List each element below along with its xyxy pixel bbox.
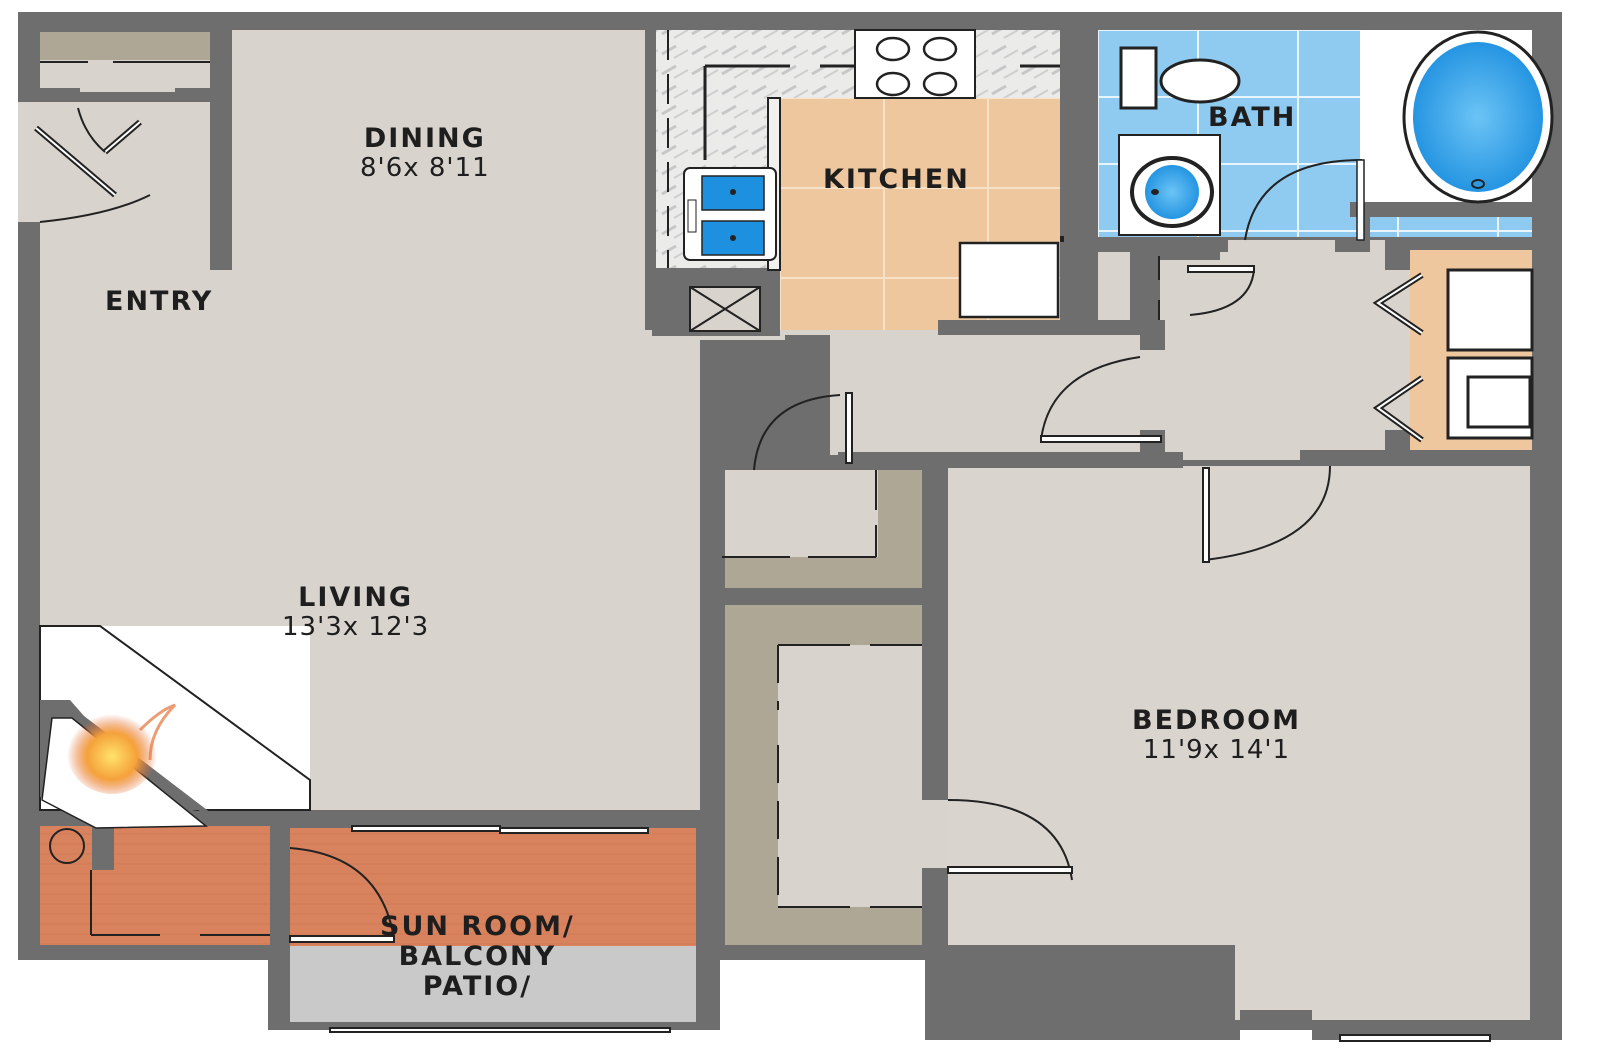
room-name-line2: BALCONY bbox=[398, 941, 557, 972]
room-name: KITCHEN bbox=[823, 164, 970, 195]
entry-closet-floor bbox=[40, 60, 210, 92]
room-name: SUN ROOM/ bbox=[380, 911, 575, 942]
refrigerator-icon bbox=[958, 241, 1060, 319]
interior-doors bbox=[49, 256, 1491, 1042]
room-name: BATH bbox=[1208, 102, 1297, 133]
bedroom-closet-floor bbox=[778, 645, 922, 907]
sunroom-storage bbox=[40, 870, 270, 945]
sunroom-floor bbox=[290, 828, 696, 946]
room-name: BEDROOM bbox=[1132, 705, 1301, 736]
bedroom-closet-door-area bbox=[922, 800, 948, 868]
floors bbox=[40, 30, 1532, 1022]
toilet-icon bbox=[1119, 46, 1241, 110]
bathroom-sink-icon bbox=[1118, 134, 1221, 236]
room-dimensions: 11'9x 14'1 bbox=[1142, 734, 1291, 765]
bathtub-icon bbox=[1402, 30, 1554, 204]
living-dining-floor bbox=[40, 30, 1410, 810]
room-label-entry: ENTRY bbox=[105, 287, 213, 317]
entry-door bbox=[18, 61, 210, 223]
room-label-bedroom: BEDROOM 11'9x 14'1 bbox=[1132, 706, 1301, 764]
room-label-living: LIVING 13'3x 12'3 bbox=[282, 583, 429, 641]
stove-icon bbox=[854, 29, 976, 99]
sunroom-storage-b bbox=[114, 826, 270, 870]
room-dimensions: 13'3x 12'3 bbox=[282, 611, 430, 642]
bath-fixtures bbox=[1118, 30, 1554, 241]
room-name-line3: PATIO/ bbox=[422, 971, 533, 1002]
fireplace-icon bbox=[39, 625, 311, 829]
dryer-icon bbox=[1446, 268, 1534, 352]
room-name: ENTRY bbox=[105, 286, 214, 317]
kitchen-fixtures bbox=[667, 29, 1064, 332]
patio-floor bbox=[290, 946, 696, 1022]
pantry-x-icon bbox=[689, 286, 761, 332]
bath-tub-step bbox=[1370, 215, 1532, 237]
bedroom-floor bbox=[948, 466, 1530, 1020]
room-label-bath: BATH bbox=[1208, 103, 1296, 133]
kitchen-sink-icon bbox=[683, 167, 777, 261]
room-name: DINING bbox=[363, 123, 486, 154]
fire-icon bbox=[67, 710, 157, 794]
room-dimensions: 8'6x 8'11 bbox=[360, 152, 490, 183]
room-label-dining: DINING 8'6x 8'11 bbox=[360, 124, 490, 182]
entry-closet-shelf bbox=[40, 32, 210, 60]
laundry-fixtures bbox=[1372, 268, 1534, 443]
room-label-sunroom: SUN ROOM/ BALCONY PATIO/ bbox=[380, 912, 575, 1002]
hall-closet-shelf-b bbox=[722, 557, 922, 588]
room-name: LIVING bbox=[298, 582, 414, 613]
room-label-kitchen: KITCHEN bbox=[823, 165, 970, 195]
